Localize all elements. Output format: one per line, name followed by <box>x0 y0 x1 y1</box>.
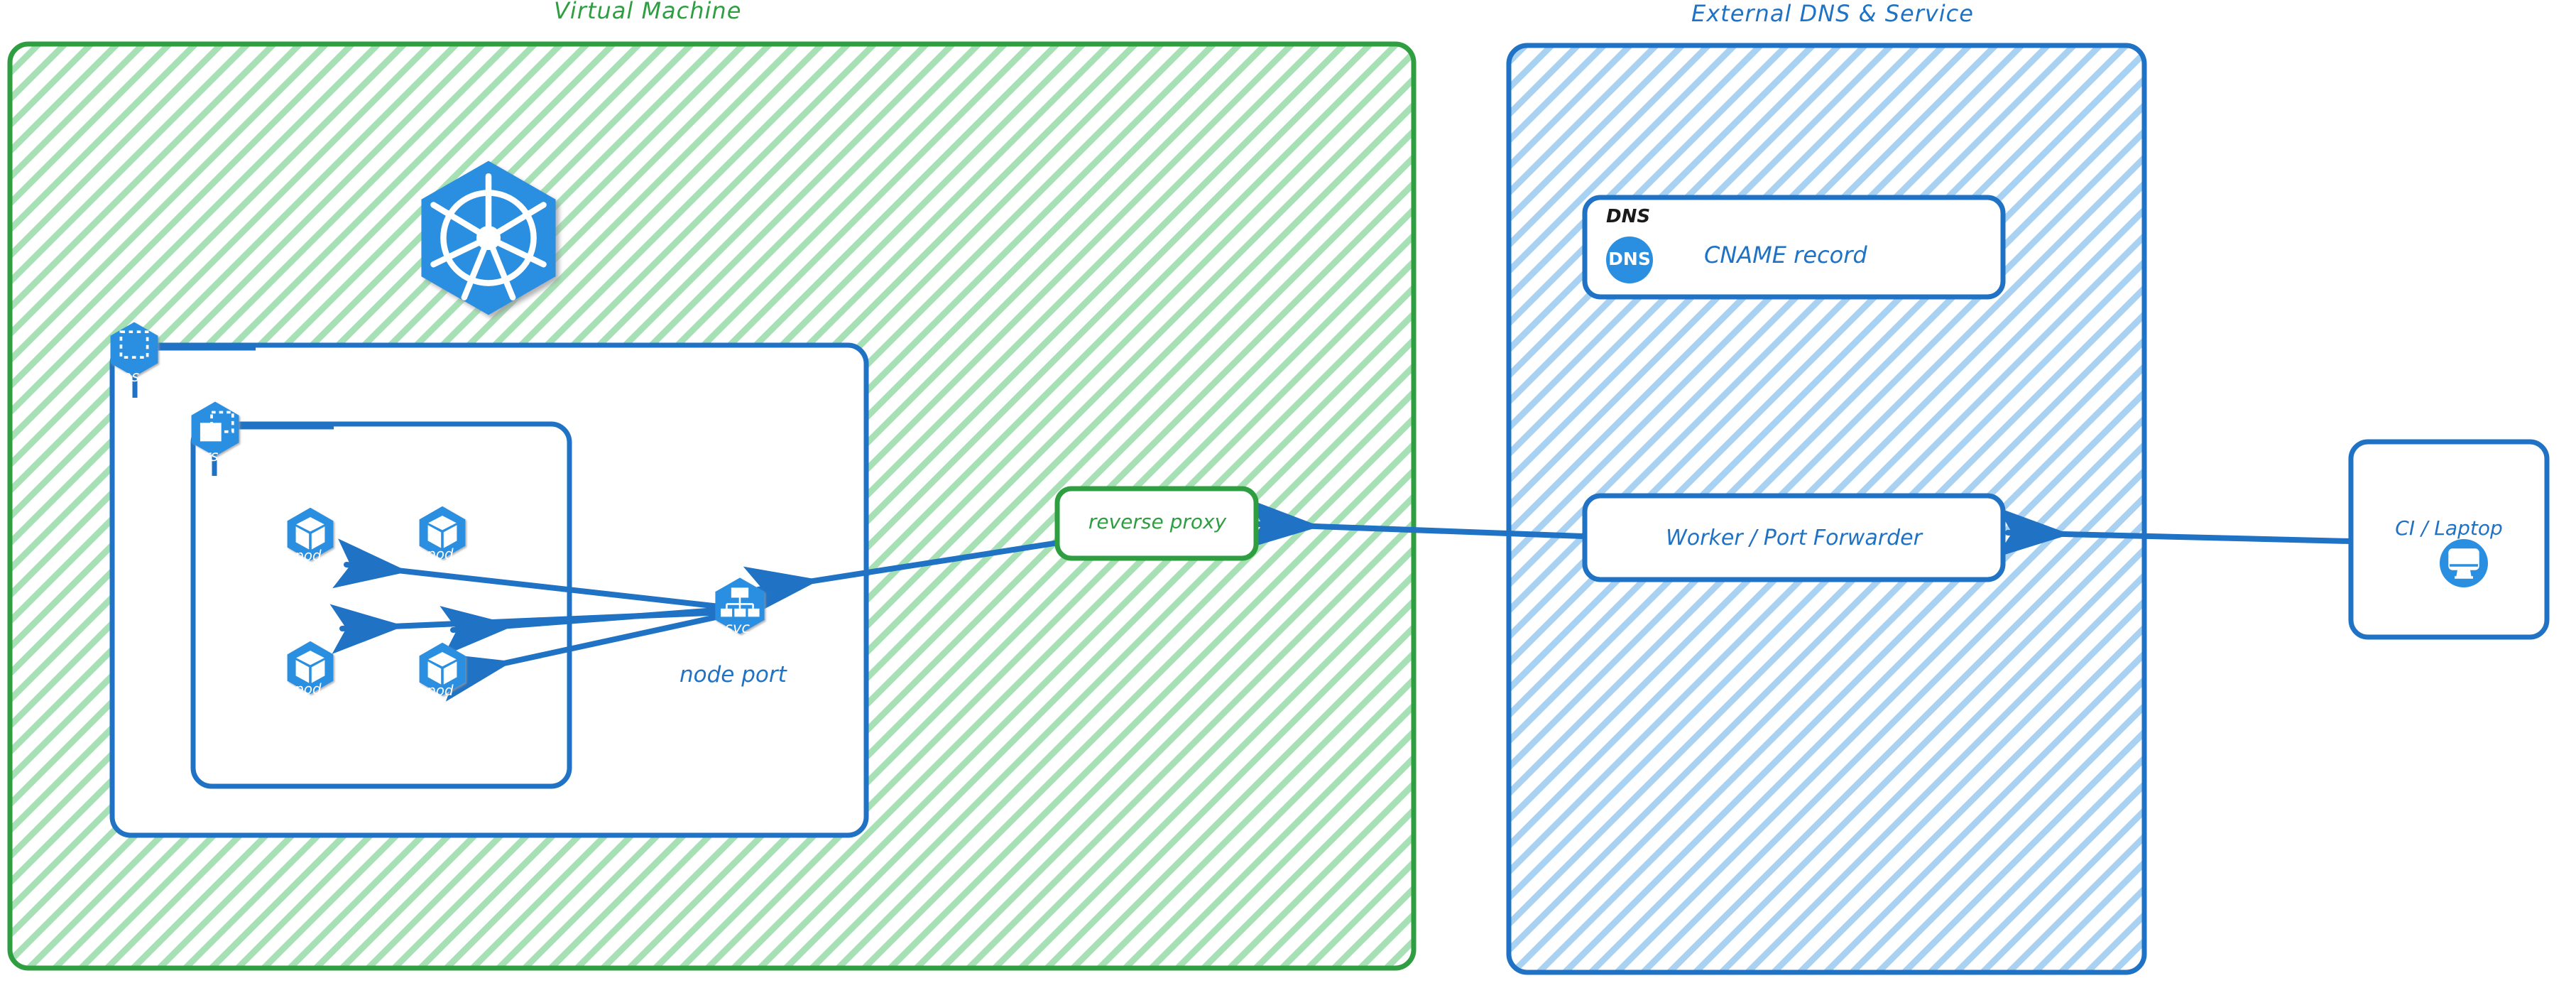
dns-card[interactable] <box>1582 195 2006 300</box>
arrow-client-worker <box>1996 507 2353 558</box>
client-to-worker-arrow <box>1996 507 2353 558</box>
dns-card-rect[interactable] <box>1582 195 2006 300</box>
arrow-svc-to-pod-3 <box>329 604 728 654</box>
arrow-svc-to-pod-2 <box>332 538 728 610</box>
dns-circle-label: DNS <box>1608 249 1651 269</box>
kubernetes-logo <box>421 161 556 315</box>
pod-3-label: pod <box>295 680 322 697</box>
virtual-machine-title: Virtual Machine <box>554 0 742 24</box>
worker-card-label: Worker / Port Forwarder <box>1666 526 1922 550</box>
replicaset-badge[interactable] <box>191 401 239 457</box>
worker-card[interactable] <box>1582 493 2006 582</box>
ci-laptop-card[interactable] <box>2348 439 2550 640</box>
dns-tag-label: DNS <box>1606 206 1651 227</box>
replicaset-container <box>190 421 572 789</box>
monitor-icon <box>2440 539 2488 587</box>
replicaset-badge-label: rs <box>204 447 219 465</box>
external-group-title: External DNS & Service <box>1691 0 1974 27</box>
ci-laptop-label: CI / Laptop <box>2395 516 2503 540</box>
dns-circle-icon <box>1606 237 1653 283</box>
pod-1[interactable] <box>287 507 334 561</box>
node-port-caption: node port <box>680 662 787 688</box>
service-badge[interactable] <box>715 577 765 634</box>
arrow-svc-to-pod-4 <box>435 612 728 702</box>
reverse-proxy-box[interactable] <box>1054 486 1259 561</box>
service-to-pods-arrows <box>329 538 728 702</box>
cname-record-label: CNAME record <box>1704 241 1867 268</box>
pod-4[interactable] <box>419 642 466 696</box>
pod-2-label: pod <box>427 545 454 563</box>
worker-card-rect[interactable] <box>1582 493 2006 582</box>
ci-laptop-rect[interactable] <box>2348 439 2550 640</box>
namespace-badge-label: ns <box>122 368 140 385</box>
worker-to-reverse-proxy-arrow <box>1245 499 1586 549</box>
replicaset-box <box>190 421 572 789</box>
pod-4-label: pod <box>427 682 454 699</box>
pod-3[interactable] <box>287 641 334 695</box>
reverse-proxy-rect[interactable] <box>1054 486 1259 561</box>
namespace-badge[interactable] <box>110 322 158 377</box>
service-badge-label: svc <box>725 619 750 636</box>
reverse-proxy-label: reverse proxy <box>1088 510 1227 533</box>
arrow-worker-proxy <box>1245 499 1586 549</box>
pod-2[interactable] <box>419 506 466 560</box>
pod-1-label: pod <box>295 547 322 564</box>
